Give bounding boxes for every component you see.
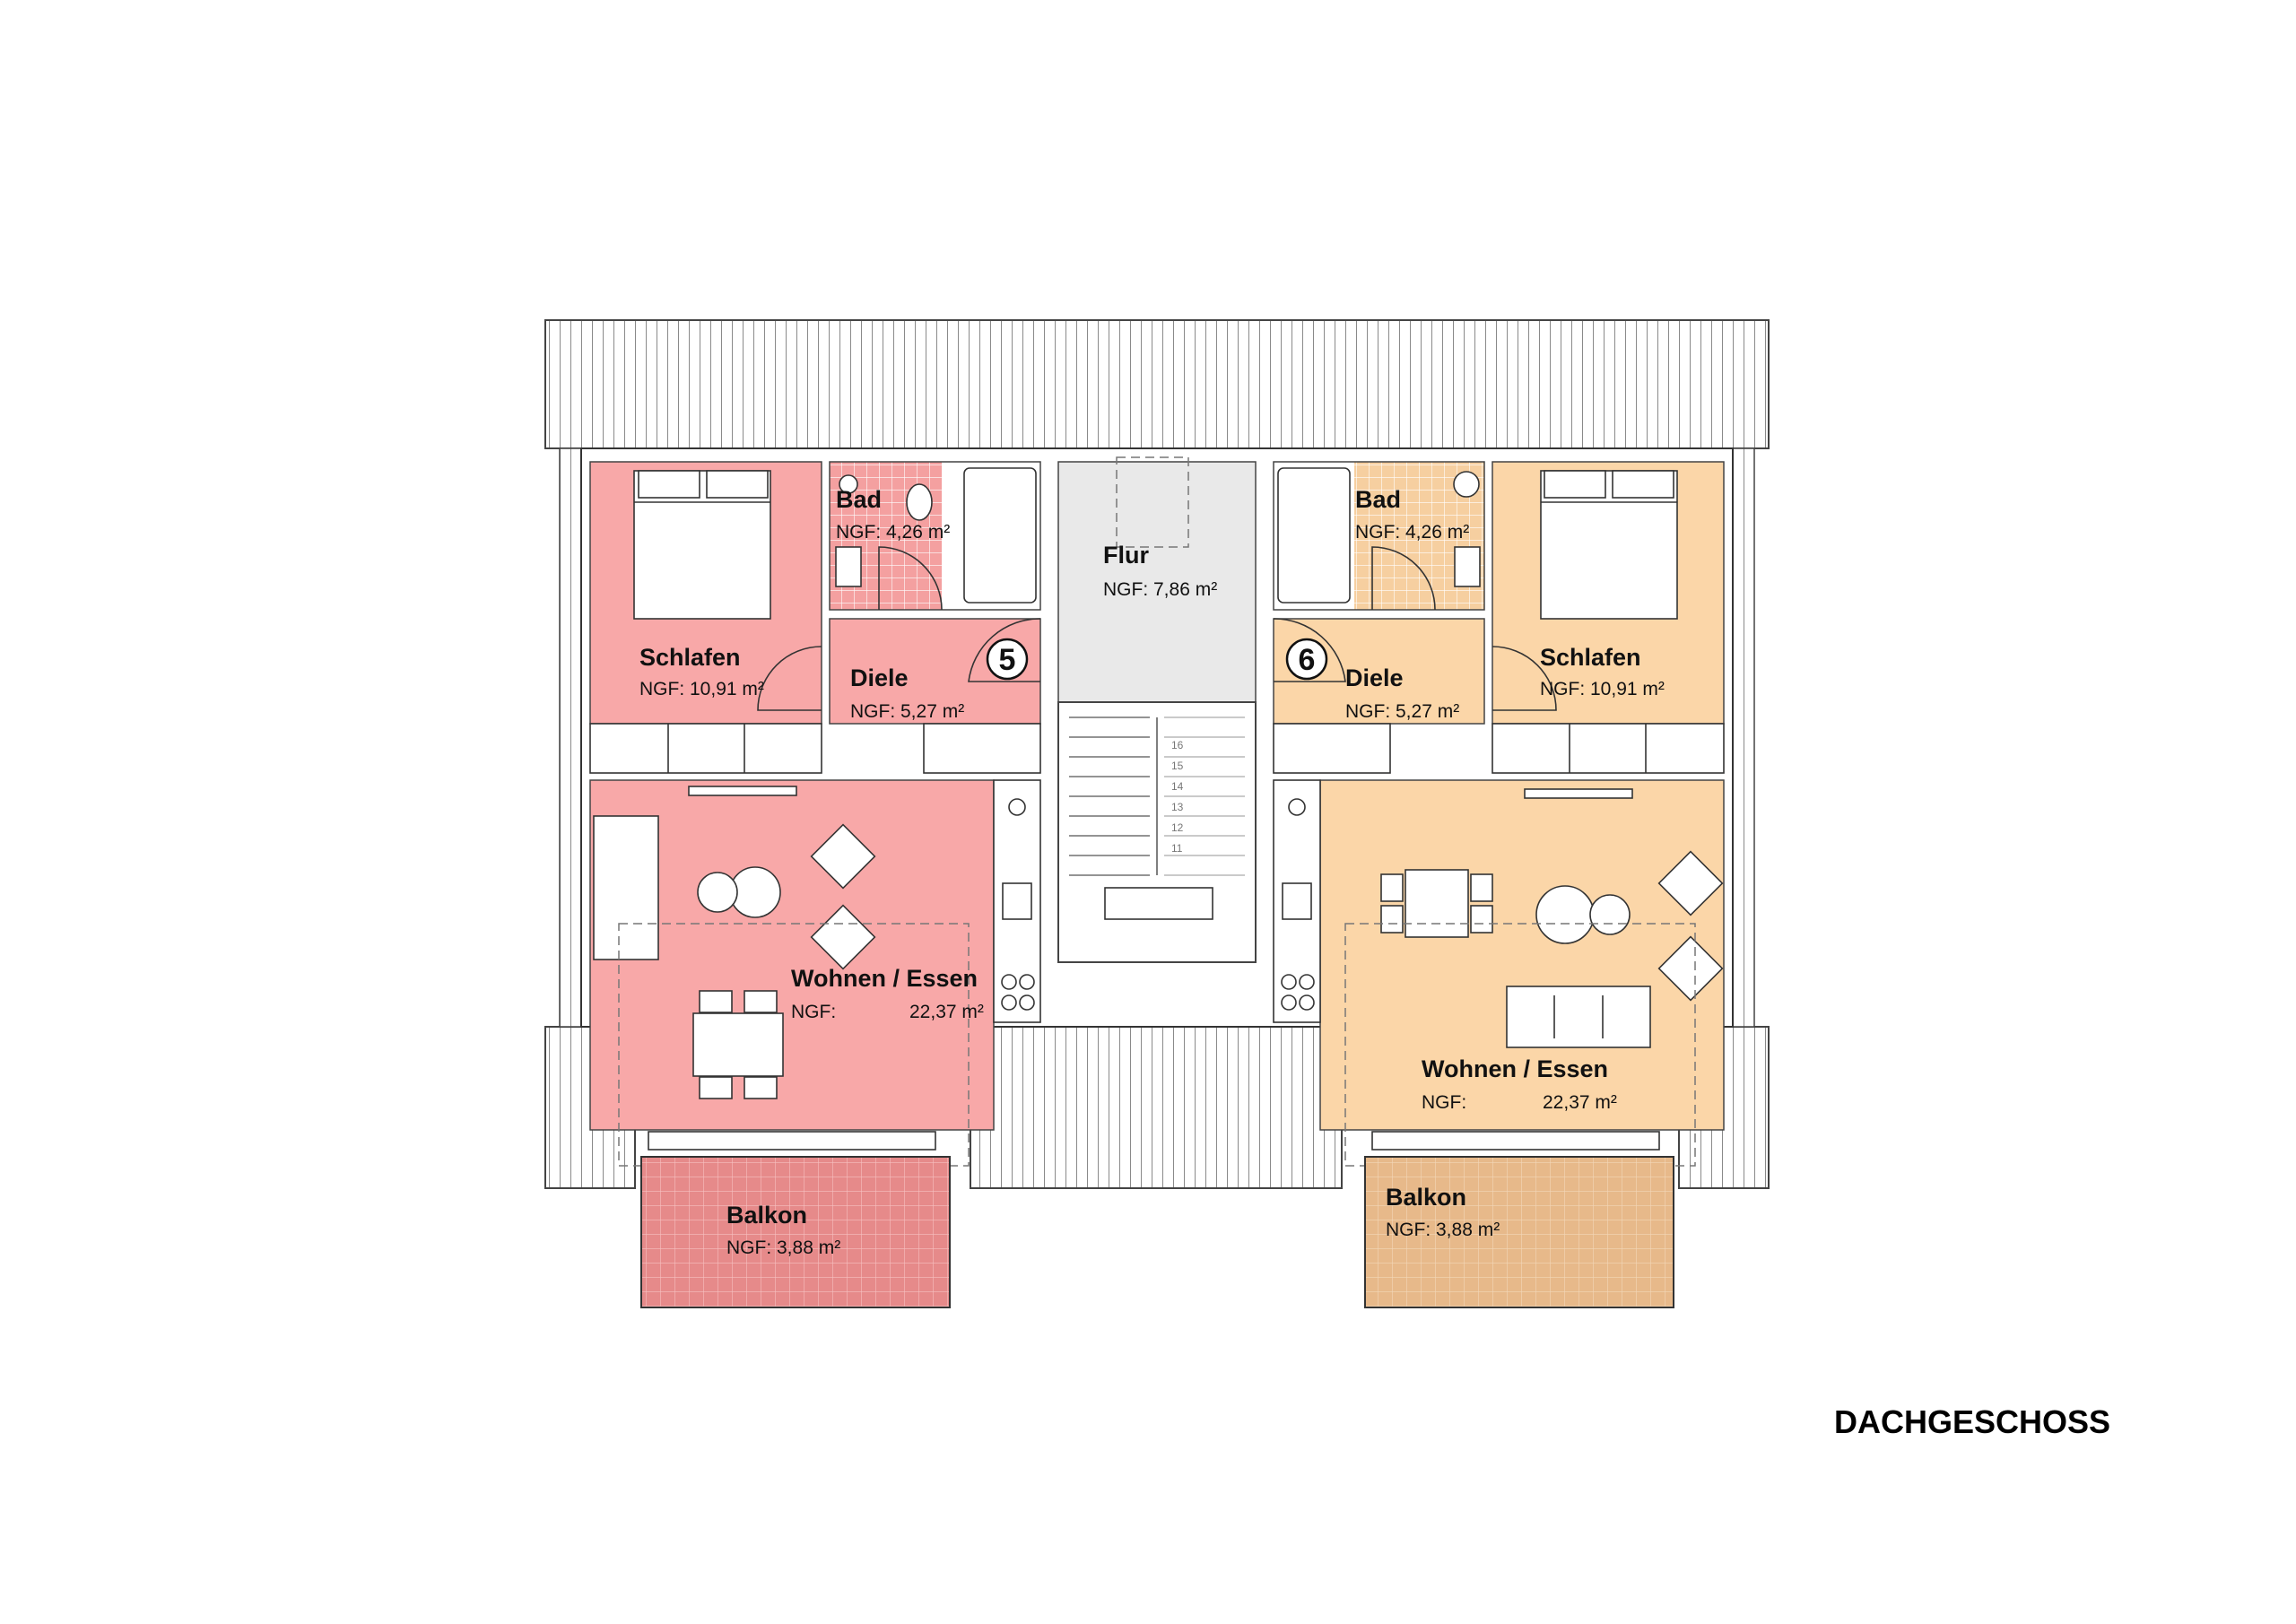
- unit6-armchair-2: [1657, 935, 1724, 1002]
- flur-skylight: [1116, 456, 1189, 548]
- unit6-round-table: [1535, 885, 1595, 944]
- stair-step-number: 15: [1171, 760, 1184, 772]
- unit5-dining-table: [692, 1012, 784, 1077]
- unit6-wardrobe: [1492, 723, 1725, 774]
- unit6-schlafen-name: Schlafen: [1540, 644, 1641, 671]
- unit5-double-bed: [633, 470, 771, 620]
- unit5-schlafen-name: Schlafen: [639, 644, 741, 671]
- unit5-wohnen-name: Wohnen / Essen: [791, 965, 978, 992]
- floor-title: DACHGESCHOSS: [1834, 1403, 2110, 1440]
- unit-5: [589, 461, 1041, 1308]
- unit6-bad-name: Bad: [1355, 486, 1401, 513]
- unit5-wall-bad: [829, 461, 1041, 611]
- unit5-wohnen-area-label: NGF:: [791, 1002, 836, 1022]
- unit6-door-schlafen: [1492, 646, 1557, 711]
- unit6-balkon-floor: [1364, 1156, 1674, 1308]
- unit6-number-badge: [1285, 638, 1328, 681]
- unit5-diele-wardrobe: [923, 723, 1041, 774]
- unit6-round-table-2: [1589, 894, 1631, 935]
- stair-step-number: 12: [1171, 821, 1184, 834]
- unit6-dining-table: [1405, 869, 1469, 938]
- unit5-toilet: [906, 483, 933, 521]
- unit6-tv: [1524, 788, 1633, 799]
- unit5-diele-area: NGF: 5,27 m²: [850, 701, 964, 722]
- unit5-schlafen-area: NGF: 10,91 m²: [639, 679, 764, 699]
- unit5-wardrobe: [589, 723, 822, 774]
- roof-top-band: [544, 319, 1770, 449]
- unit6-wohnen-area-value: 22,37 m²: [1543, 1092, 1617, 1113]
- unit5-number: 5: [999, 643, 1016, 677]
- unit5-balkon-name: Balkon: [726, 1202, 807, 1229]
- unit5-door-bad: [878, 546, 943, 611]
- unit5-door-entrance: [968, 618, 1041, 682]
- flur-area: NGF: 7,86 m²: [1103, 579, 1217, 600]
- stair-step-number: 11: [1171, 842, 1183, 855]
- corridor: 16 15 14 13 12 11: [1057, 456, 1257, 963]
- unit5-bad-area: NGF: 4,26 m²: [836, 522, 950, 543]
- unit5-shower-fixture: [839, 474, 858, 494]
- unit5-wohnen-area-value: 22,37 m²: [909, 1002, 984, 1022]
- unit6-number: 6: [1299, 643, 1316, 677]
- unit6-wohnen-name: Wohnen / Essen: [1422, 1055, 1608, 1082]
- unit6-door-bad: [1371, 546, 1436, 611]
- unit6-washbasin: [1454, 546, 1481, 587]
- unit5-armchair-1: [810, 823, 876, 890]
- unit6-double-bed: [1540, 470, 1678, 620]
- unit-6: [1273, 461, 1725, 1308]
- unit6-sofa: [1506, 986, 1651, 1048]
- unit5-bay-window: [648, 1131, 936, 1151]
- unit6-diele-name: Diele: [1345, 664, 1404, 691]
- unit5-balkon-floor: [640, 1156, 951, 1308]
- unit5-washbasin: [835, 546, 862, 587]
- unit6-balkon-area: NGF: 3,88 m²: [1386, 1220, 1500, 1240]
- unit6-armchair-1: [1657, 850, 1724, 916]
- unit6-schlafen-area: NGF: 10,91 m²: [1540, 679, 1665, 699]
- unit6-bad-area: NGF: 4,26 m²: [1355, 522, 1469, 543]
- flur-name: Flur: [1103, 542, 1149, 569]
- stair-step-number: 16: [1171, 739, 1184, 751]
- unit5-round-table-2: [697, 872, 738, 913]
- unit5-diele-name: Diele: [850, 664, 909, 691]
- unit6-balkon-name: Balkon: [1386, 1184, 1466, 1211]
- unit6-wohnen-floor: [1320, 780, 1724, 1130]
- unit5-sofa: [593, 815, 659, 960]
- unit5-bathtub: [963, 467, 1037, 604]
- unit6-wohnen-area-label: NGF:: [1422, 1092, 1466, 1113]
- stair-steps: 16 15 14 13 12 11: [1069, 716, 1245, 876]
- unit5-armchair-2: [810, 904, 876, 970]
- flur-floor: [1057, 461, 1257, 703]
- unit5-door-schlafen: [757, 646, 822, 711]
- labels: Schlafen NGF: 10,91 m² Bad NGF: 4,26 m² …: [639, 486, 1665, 1258]
- unit6-bathtub: [1277, 467, 1351, 604]
- stair-landing: [1104, 887, 1213, 920]
- unit6-toilet: [1453, 471, 1480, 498]
- stair-step-number: 14: [1171, 780, 1184, 793]
- unit6-bay-window: [1371, 1131, 1660, 1151]
- stair-step-number: 13: [1171, 801, 1184, 813]
- unit6-diele-area: NGF: 5,27 m²: [1345, 701, 1459, 722]
- unit5-number-badge: [986, 638, 1029, 681]
- unit5-bad-name: Bad: [836, 486, 882, 513]
- unit5-tv: [688, 786, 797, 796]
- unit5-balkon-area: NGF: 3,88 m²: [726, 1238, 840, 1258]
- unit6-diele-wardrobe: [1273, 723, 1391, 774]
- unit6-door-entrance: [1273, 618, 1346, 682]
